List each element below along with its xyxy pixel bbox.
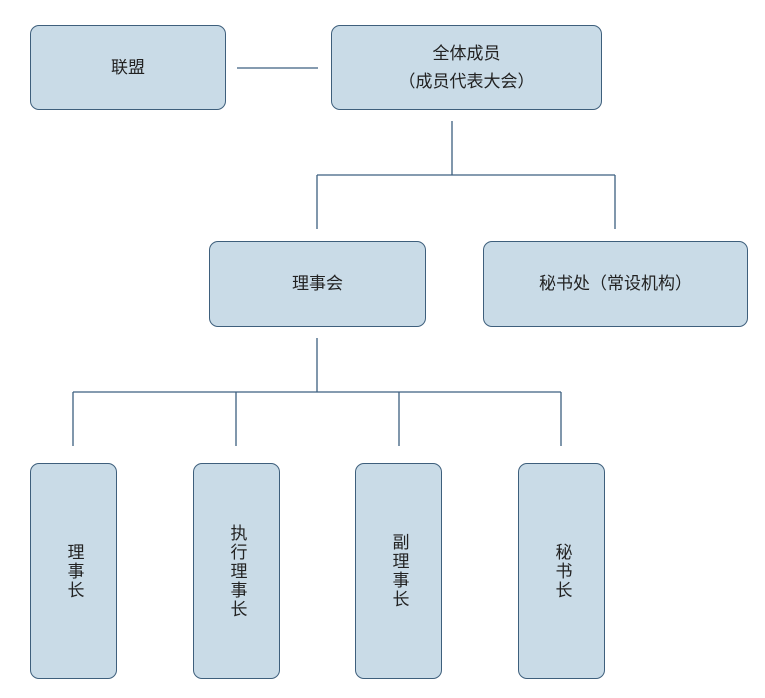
all-members-node: 全体成员 （成员代表大会） xyxy=(331,25,602,110)
vice-chairman-label: 副理事长 xyxy=(388,533,409,609)
executive-chairman-node: 执行理事长 xyxy=(193,463,280,679)
secretariat-label: 秘书处（常设机构） xyxy=(539,274,692,294)
secretary-general-node: 秘书长 xyxy=(518,463,605,679)
chairman-label: 理事长 xyxy=(63,542,84,600)
alliance-node: 联盟 xyxy=(30,25,226,110)
member-congress-label: （成员代表大会） xyxy=(398,71,535,92)
executive-chairman-label: 执行理事长 xyxy=(226,523,247,619)
alliance-label: 联盟 xyxy=(111,57,145,78)
vice-chairman-node: 副理事长 xyxy=(355,463,442,679)
chairman-node: 理事长 xyxy=(30,463,117,679)
council-label: 理事会 xyxy=(292,274,343,294)
secretary-general-label: 秘书长 xyxy=(551,542,572,600)
all-members-label: 全体成员 xyxy=(432,43,501,64)
council-node: 理事会 xyxy=(209,241,426,327)
secretariat-node: 秘书处（常设机构） xyxy=(483,241,748,327)
